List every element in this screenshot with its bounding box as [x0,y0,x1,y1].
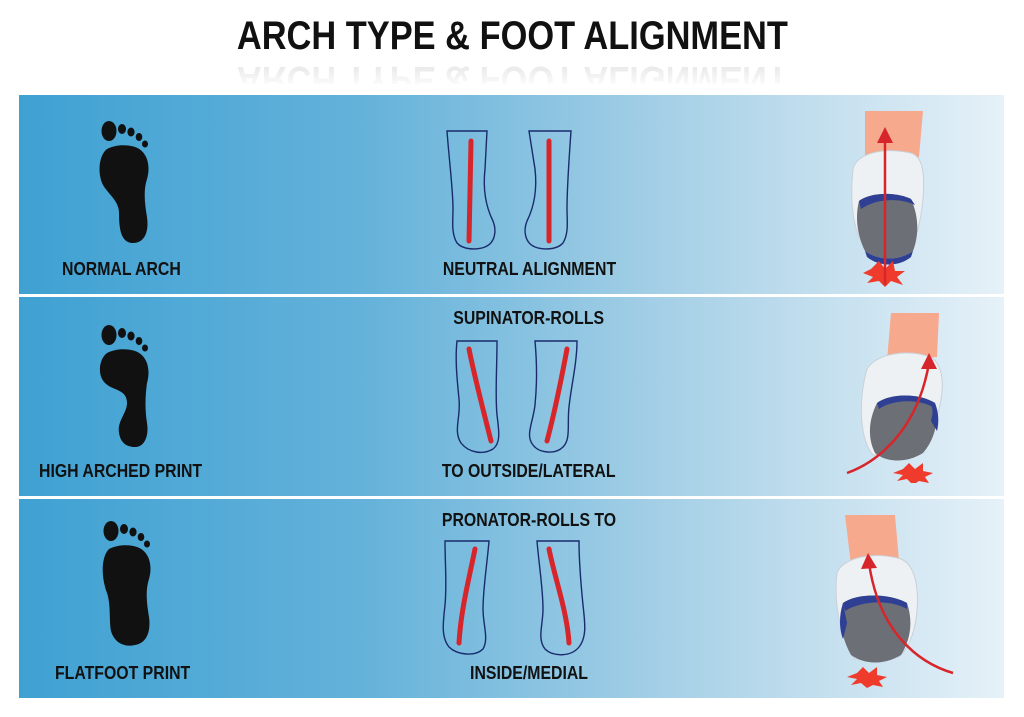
high-arch-footprint-icon [99,325,149,447]
row-normal-arch: NORMAL ARCH NEUTRAL ALIGNMENT [19,95,1004,294]
supinated-heel-icon [455,340,578,454]
page-title-wrap: ARCH TYPE & FOOT ALIGNMENT [0,14,1024,58]
neutral-heel-icon [446,130,572,250]
alignment-bottom-label: TO OUTSIDE/LATERAL [442,461,616,481]
arch-label: HIGH ARCHED PRINT [39,461,203,481]
neutral-running-shoe-icon [851,111,925,287]
arch-label: NORMAL ARCH [62,259,181,279]
pronated-running-shoe-icon [835,515,954,688]
arch-label: FLATFOOT PRINT [55,663,191,683]
flat-foot-footprint-icon [102,521,151,646]
alignment-top-label: SUPINATOR-ROLLS [453,308,605,328]
row-high-arch: HIGH ARCHED PRINT SUPINATOR-ROLLS TO OUT… [19,297,1004,496]
row-flat-foot: FLATFOOT PRINT PRONATOR-ROLLS TO INSIDE/… [19,499,1004,698]
alignment-bottom-label: NEUTRAL ALIGNMENT [442,259,616,279]
title-reflection-text: ARCH TYPE & FOOT ALIGNMENT [236,58,788,84]
alignment-top-label: PRONATOR-ROLLS TO [441,510,617,530]
page-title: ARCH TYPE & FOOT ALIGNMENT [236,14,788,58]
pronated-heel-icon [442,540,586,656]
title-reflection: ARCH TYPE & FOOT ALIGNMENT [0,58,1024,84]
alignment-bottom-label: INSIDE/MEDIAL [470,663,588,683]
supinated-running-shoe-icon [846,313,943,483]
normal-arch-footprint-icon [99,121,149,243]
